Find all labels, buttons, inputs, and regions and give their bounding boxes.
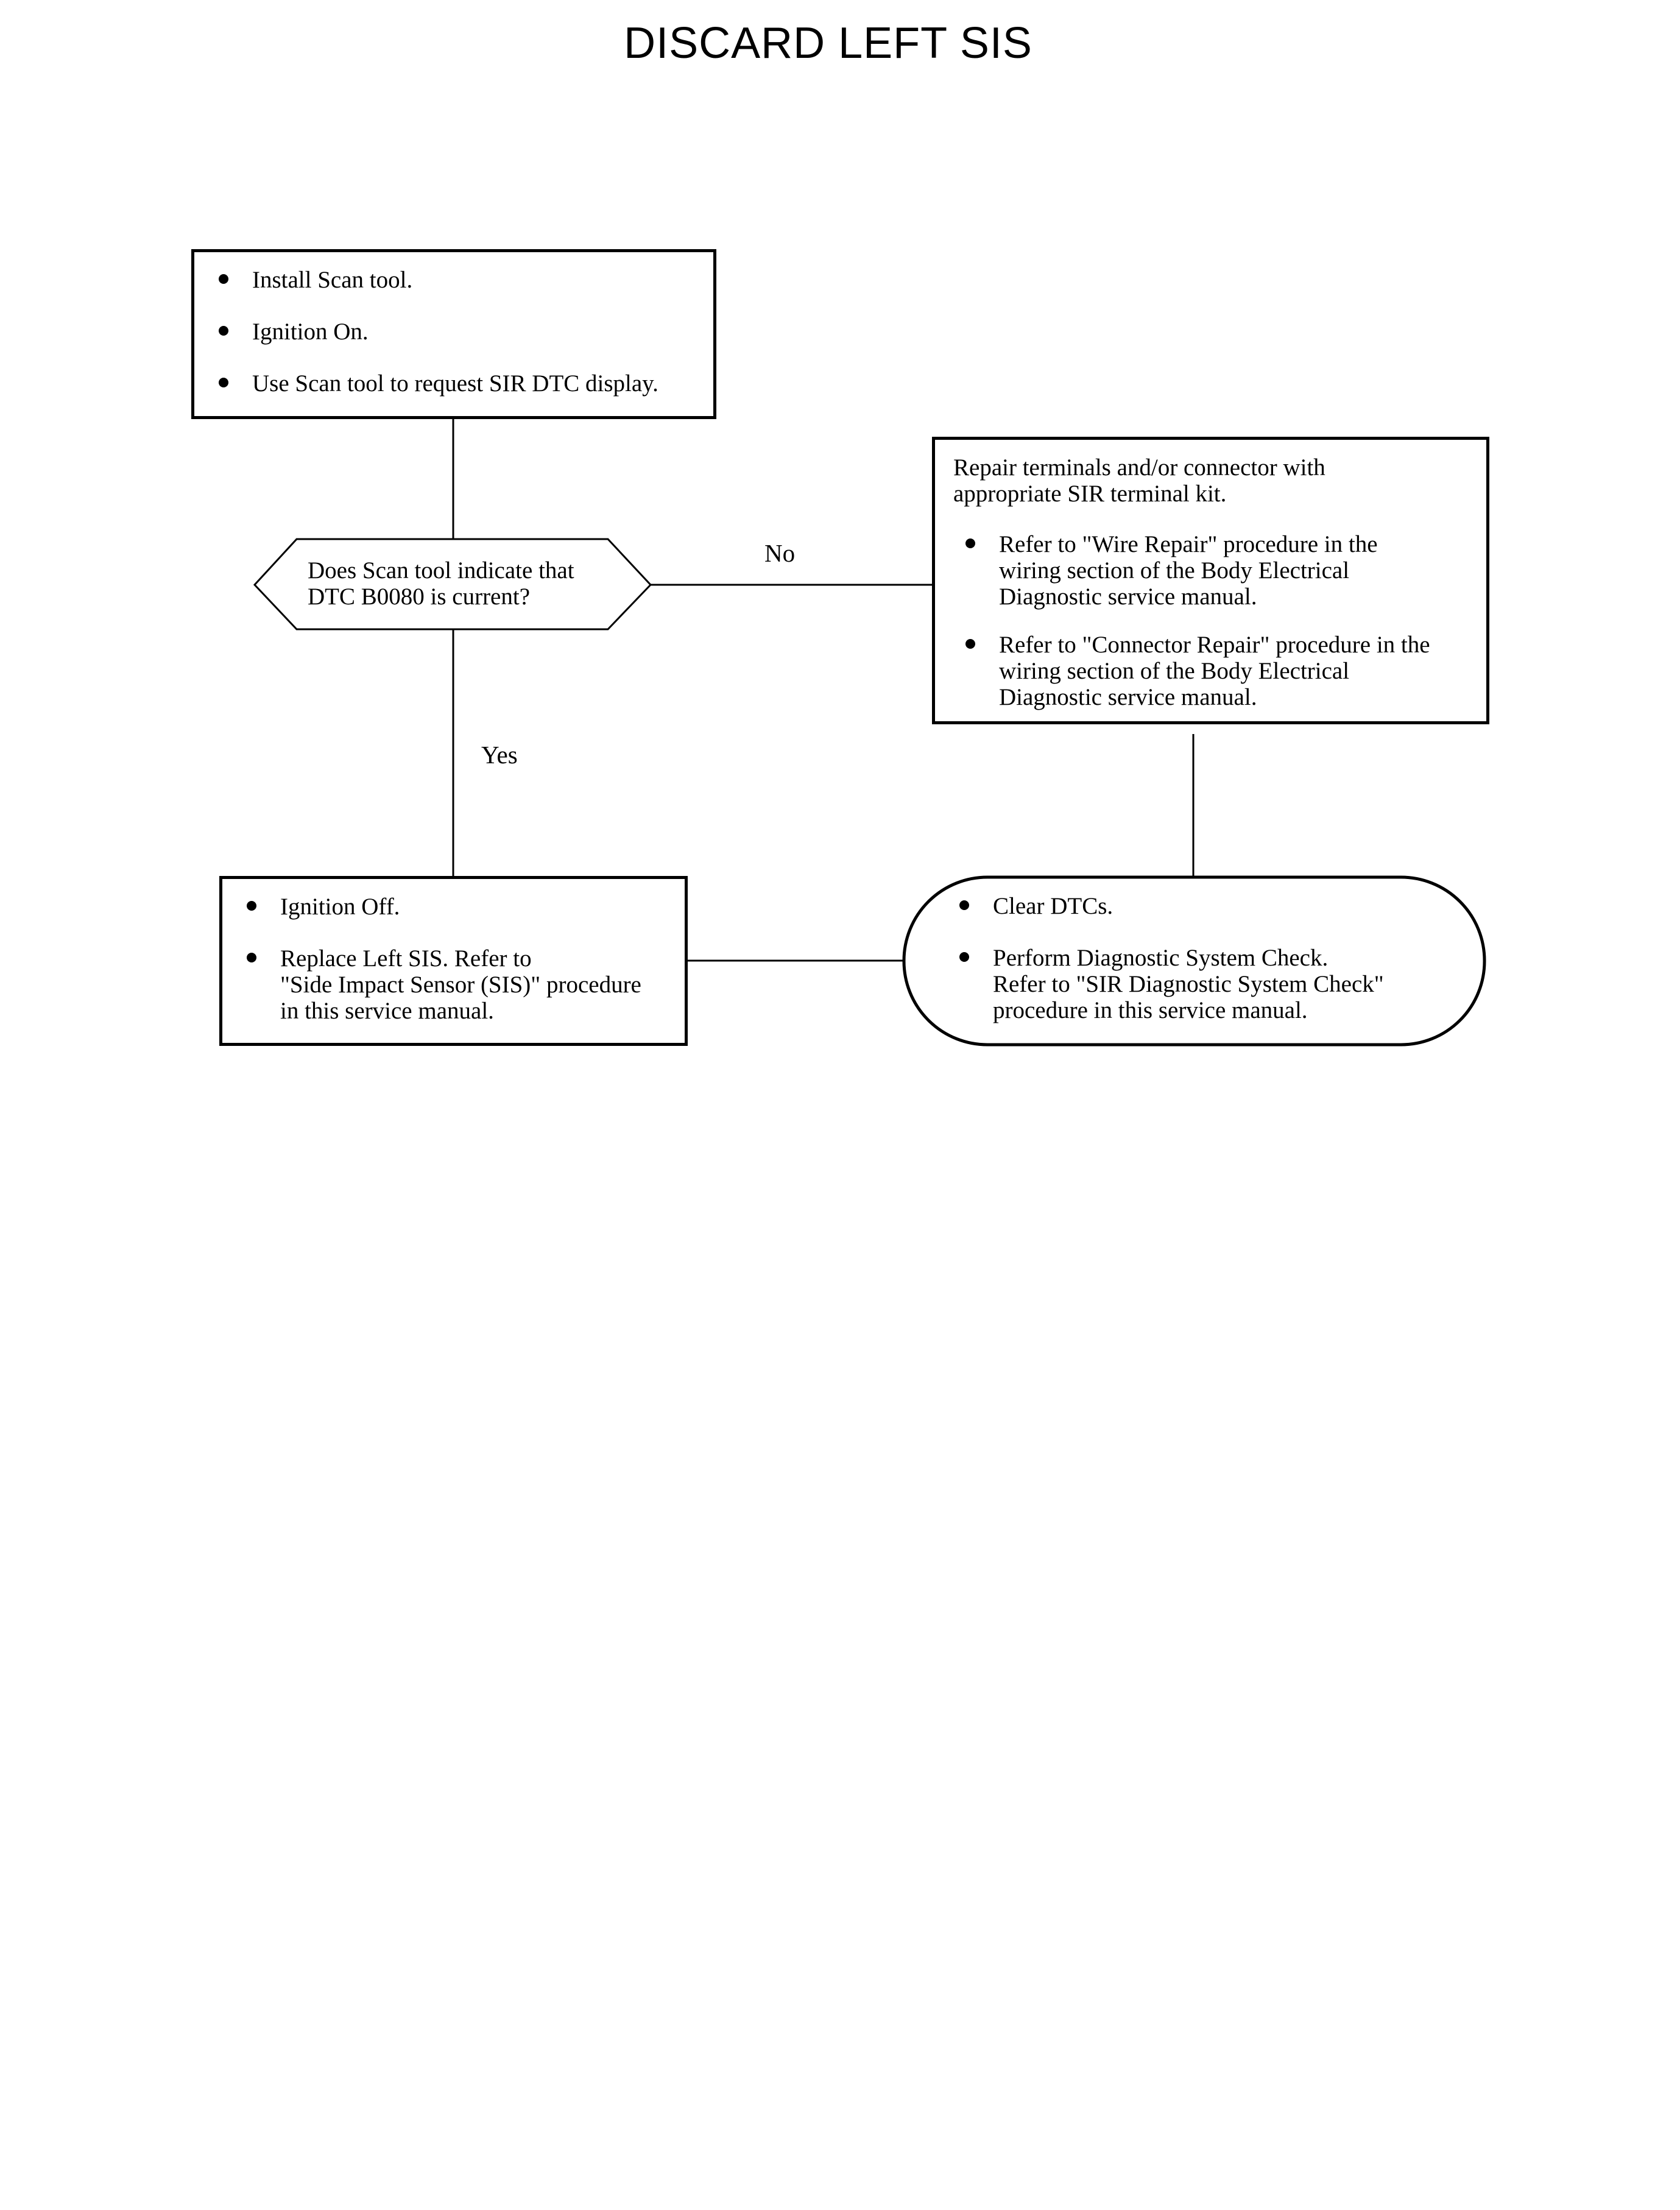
bullet-icon [219,326,228,336]
bullet-icon [959,900,969,910]
repair-step-box: Repair terminals and/or connector with a… [932,437,1489,724]
end-step-content: Clear DTCs. Perform Diagnostic System Ch… [947,893,1453,1023]
step-item: Ignition On. [206,319,701,345]
bullet-icon [959,952,969,962]
step-item: Perform Diagnostic System Check. Refer t… [947,945,1453,1023]
end-terminal-shape [902,875,1486,1047]
bullet-icon [247,953,256,962]
step-item: Clear DTCs. [947,893,1453,919]
bullet-icon [219,274,228,284]
bullet-icon [965,639,975,649]
repair-intro: Repair terminals and/or connector with a… [953,454,1325,507]
step-item: Install Scan tool. [206,267,701,293]
bullet-icon [965,538,975,548]
bullet-icon [219,378,228,387]
decision-question: Does Scan tool indicate that DTC B0080 i… [308,557,574,610]
step-item: Refer to "Wire Repair" procedure in the … [953,531,1474,610]
step-item: Replace Left SIS. Refer to "Side Impact … [235,945,679,1024]
step-item: Ignition Off. [235,894,679,920]
decision-shape [253,538,652,630]
label-no: No [764,539,796,567]
label-yes: Yes [481,741,518,769]
step-item: Use Scan tool to request SIR DTC display… [206,370,701,397]
start-step-box: Install Scan tool. Ignition On. Use Scan… [191,249,716,419]
replace-step-box: Ignition Off. Replace Left SIS. Refer to… [219,876,688,1046]
bullet-icon [247,901,256,911]
page-title: DISCARD LEFT SIS [624,19,1032,68]
step-item: Refer to "Connector Repair" procedure in… [953,632,1474,710]
